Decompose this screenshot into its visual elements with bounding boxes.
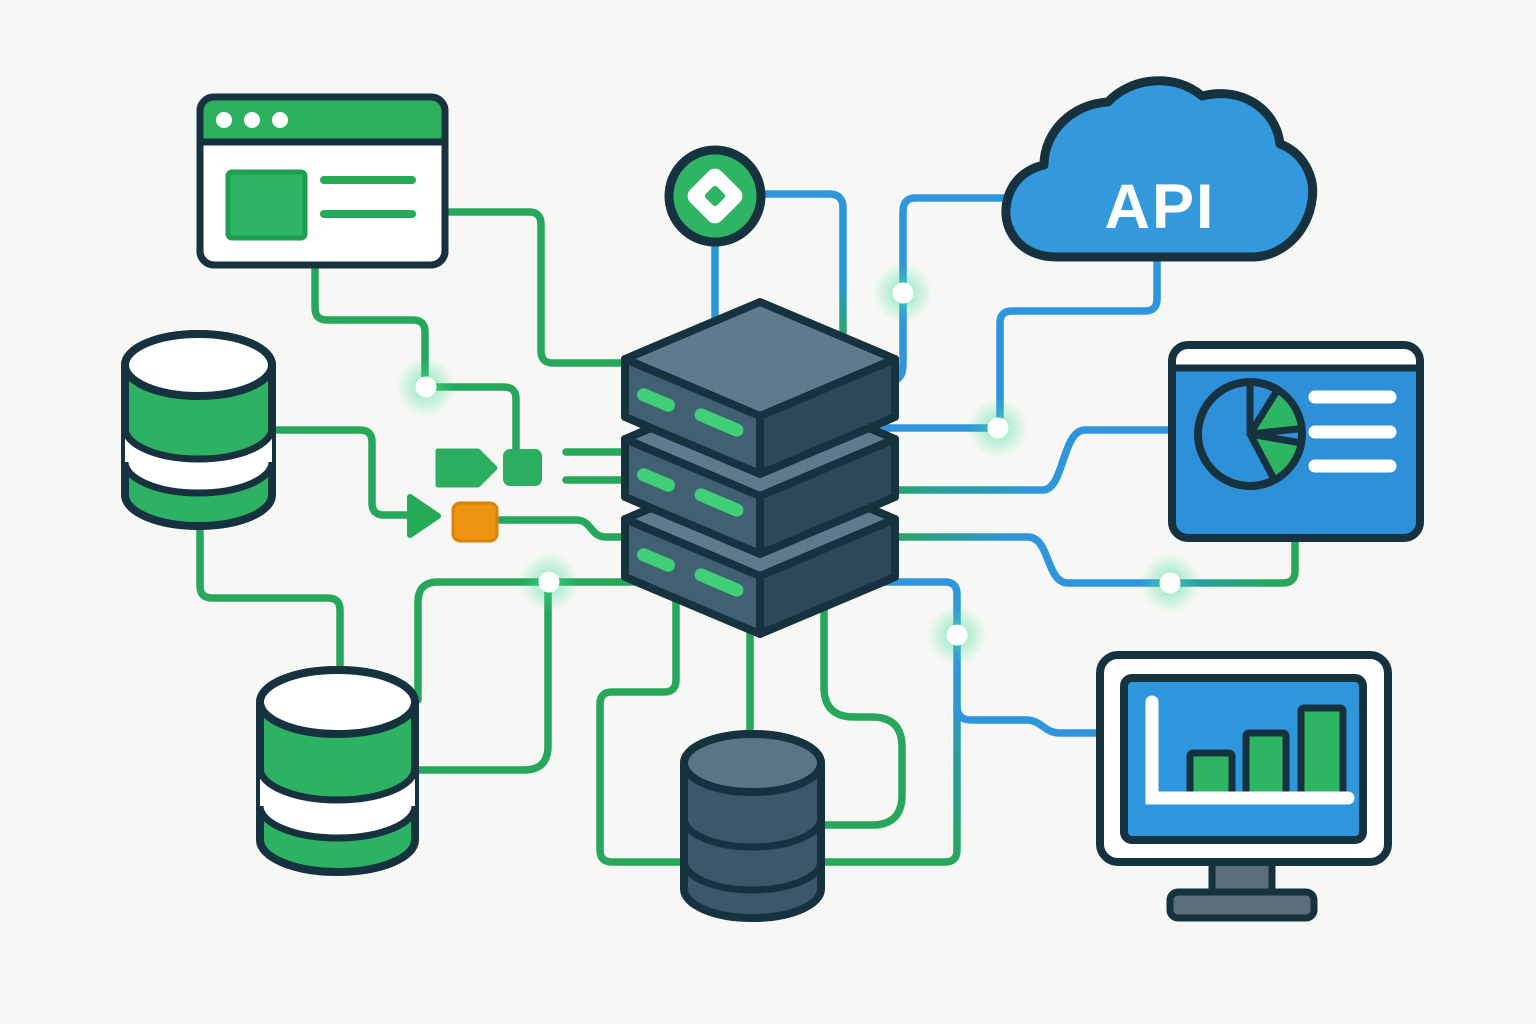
tag-icon	[435, 448, 498, 488]
connection-db-to-arrow	[262, 426, 414, 519]
connector-node	[396, 357, 456, 417]
pie-slice-2	[1246, 430, 1305, 484]
bar-2	[1242, 729, 1290, 804]
connection-badge-to-server	[754, 190, 847, 342]
chart-axes	[1145, 695, 1355, 805]
connection-browser-to-node	[311, 254, 429, 386]
database-green-bottom-icon	[256, 666, 419, 876]
connection-node-to-square	[423, 383, 520, 453]
connection-server-to-darkdb-left	[596, 588, 696, 866]
connection-db2-to-node	[406, 584, 552, 774]
connector-node	[927, 605, 987, 665]
connection-server-to-cloud	[889, 194, 1020, 385]
connection-server-to-dashboard-bottom	[886, 526, 1299, 587]
pie-chart-icon	[1194, 378, 1306, 490]
data-flow-icons	[407, 448, 542, 543]
dashboard-card-icon	[1168, 341, 1424, 542]
browser-window-icon	[196, 93, 449, 269]
orange-square-icon	[451, 501, 499, 543]
pie-slice-1	[1246, 386, 1306, 438]
connection-orange-to-server	[496, 516, 646, 541]
card-header	[1172, 345, 1420, 368]
cloud-shape	[1001, 76, 1318, 262]
db-top-ellipse	[680, 730, 825, 796]
connection-to-monitor	[953, 702, 1116, 737]
connector-node	[1140, 553, 1200, 613]
green-connections	[196, 208, 906, 866]
server-stack-icon	[621, 298, 899, 638]
api-cloud-icon: API	[1001, 76, 1318, 262]
arrowhead-icon	[407, 494, 441, 538]
api-label: API	[1104, 172, 1215, 242]
connector-node	[519, 552, 579, 612]
card-text-lines	[1308, 390, 1397, 473]
connector-node	[873, 263, 933, 323]
connector-nodes	[396, 263, 1200, 665]
db-top-ellipse	[256, 666, 419, 738]
connection-server-to-darkdb-right	[811, 598, 906, 829]
connection-db-to-db	[196, 511, 344, 684]
bar-3	[1297, 704, 1347, 804]
green-square-icon	[503, 449, 542, 486]
bar-chart	[1145, 695, 1355, 805]
status-badge-icon	[664, 145, 766, 247]
browser-image-block	[225, 169, 308, 241]
browser-dots	[216, 112, 288, 128]
database-dark-icon	[680, 730, 825, 922]
connection-server-to-db2	[414, 578, 649, 704]
browser-text-lines	[320, 176, 416, 218]
connector-node	[968, 398, 1028, 458]
connection-browser-to-server	[434, 208, 644, 367]
monitor-base	[1166, 888, 1318, 922]
database-green-top-icon	[121, 330, 276, 530]
diamond-hole	[704, 185, 726, 207]
server-layer-1	[621, 298, 899, 478]
connection-server-to-darkdb-far	[811, 578, 961, 866]
browser-header	[200, 97, 445, 142]
db-top-ellipse	[121, 330, 276, 400]
connection-server-to-dashboard	[858, 426, 1184, 494]
blue-connections	[711, 190, 1299, 866]
monitor-bar-chart-icon	[1096, 651, 1392, 922]
